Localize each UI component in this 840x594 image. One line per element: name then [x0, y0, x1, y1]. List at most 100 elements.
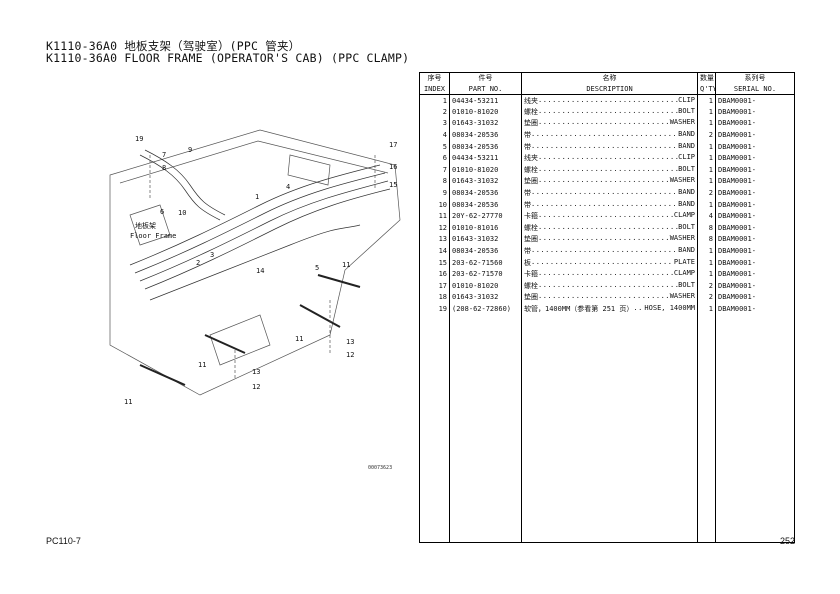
- row-name-cn: 垫圈: [524, 293, 538, 302]
- empty-cell: [449, 314, 522, 543]
- row-index: 13: [419, 233, 450, 246]
- header-description-en: DESCRIPTION: [521, 83, 698, 95]
- row-index: 5: [419, 140, 450, 153]
- dot-leader: [531, 130, 678, 140]
- page-title-cn: K1110-36A0 地板支架（驾驶室）(PPC 管夹）: [46, 39, 301, 53]
- row-serial: DBAM0001-: [715, 106, 795, 118]
- row-part-no: 20Y-62-27770: [449, 210, 522, 223]
- row-description: 软管，1400MM（参看第 251 页） HOSE, 1400MM: [521, 303, 698, 315]
- row-index: 6: [419, 152, 450, 165]
- row-qty: 4: [697, 210, 716, 223]
- row-name-en: BOLT: [678, 106, 695, 115]
- dot-leader: [538, 153, 678, 163]
- row-name-cn: 螺栓: [524, 165, 538, 174]
- dot-leader: [531, 188, 678, 198]
- row-name-cn: 垫圈: [524, 119, 538, 128]
- parts-diagram: 19 7 8 6 9 10 1 2 3 4 14 5 11 11 11 11 1…: [109, 129, 401, 406]
- table-row: 19(208-62-72860)软管，1400MM（参看第 251 页）HOSE…: [419, 303, 795, 315]
- row-name-cn: 垫圈: [524, 177, 538, 186]
- dot-leader: [538, 165, 678, 175]
- empty-cell: [715, 314, 795, 543]
- clamp-11-d: [317, 274, 361, 288]
- hose-bundle: [129, 164, 381, 266]
- clamp-11-c: [299, 304, 341, 328]
- row-name-cn: 板: [524, 258, 531, 267]
- row-name-en: CLAMP: [673, 269, 695, 278]
- callout-6: 6: [160, 208, 164, 216]
- row-part-no: 01010-81020: [449, 106, 522, 118]
- row-name-cn: 卡箍: [524, 270, 538, 279]
- row-index: 2: [419, 106, 450, 118]
- callout-17: 17: [389, 141, 397, 149]
- row-serial: DBAM0001-: [715, 303, 795, 315]
- row-name-en: CLIP: [678, 153, 695, 162]
- row-index: 4: [419, 129, 450, 141]
- row-description: 螺栓BOLT: [521, 222, 698, 234]
- row-qty: 1: [697, 106, 716, 118]
- row-serial: DBAM0001-: [715, 187, 795, 199]
- row-description: 螺栓 BOLT: [521, 106, 698, 118]
- row-part-no: (208-62-72860): [449, 303, 522, 315]
- row-index: 18: [419, 291, 450, 304]
- row-index: 7: [419, 164, 450, 176]
- row-qty: 1: [697, 245, 716, 257]
- row-qty: 2: [697, 291, 716, 304]
- row-name-en: BAND: [678, 141, 695, 150]
- callout-11c: 11: [198, 361, 206, 369]
- header-serial-en: SERIAL NO.: [715, 83, 795, 95]
- row-part-no: 08034-20536: [449, 129, 522, 141]
- row-name-en: BOLT: [678, 280, 695, 289]
- dot-leader: [538, 292, 670, 302]
- row-name-en: HOSE, 1400MM: [644, 303, 695, 312]
- row-serial: DBAM0001-: [715, 164, 795, 176]
- dot-leader: [538, 234, 670, 244]
- row-name-cn: 软管，1400MM（参看第 251 页）: [524, 304, 634, 313]
- row-part-no: 01010-81020: [449, 164, 522, 176]
- row-part-no: 04434-53211: [449, 94, 522, 107]
- dot-leader: [538, 118, 670, 128]
- dot-leader: [538, 96, 678, 106]
- drawing-number: 00073623: [368, 465, 393, 471]
- row-qty: 8: [697, 222, 716, 234]
- row-name-cn: 带: [524, 247, 531, 256]
- callout-11a: 11: [342, 261, 350, 269]
- callout-12a: 12: [346, 351, 354, 359]
- row-serial: DBAM0001-: [715, 117, 795, 130]
- row-description: 螺栓BOLT: [521, 280, 698, 292]
- header-part-no-en: PART NO.: [449, 83, 522, 95]
- callout-14: 14: [256, 267, 264, 275]
- row-index: 11: [419, 210, 450, 223]
- dot-leader: [633, 304, 644, 314]
- row-description: 板PLATE: [521, 256, 698, 269]
- row-name-cn: 螺栓: [524, 107, 538, 116]
- floor-label-cn: 地板架: [135, 221, 156, 230]
- dot-leader: [538, 281, 678, 291]
- empty-cell: [697, 314, 716, 543]
- row-name-cn: 螺栓: [524, 223, 538, 232]
- row-name-en: BAND: [678, 188, 695, 197]
- row-description: 垫圈WASHER: [521, 291, 698, 304]
- empty-cell: [521, 314, 698, 543]
- row-name-en: WASHER: [669, 176, 695, 185]
- page-number: 252: [780, 536, 796, 546]
- row-index: 16: [419, 268, 450, 280]
- page-title-en: K1110-36A0 FLOOR FRAME (OPERATOR'S CAB) …: [46, 51, 410, 65]
- floor-label-en: Floor Frame: [130, 232, 176, 240]
- dot-leader: [538, 211, 674, 221]
- callout-4: 4: [286, 183, 290, 191]
- callout-9: 9: [188, 146, 192, 154]
- row-description: 带BAND: [521, 198, 698, 211]
- row-part-no: 01643-31032: [449, 233, 522, 246]
- header-description-cn: 名称: [521, 72, 698, 84]
- row-name-en: BAND: [678, 199, 695, 208]
- row-serial: DBAM0001-: [715, 210, 795, 223]
- row-name-cn: 带: [524, 189, 531, 198]
- callout-2: 2: [196, 259, 200, 267]
- row-index: 15: [419, 256, 450, 269]
